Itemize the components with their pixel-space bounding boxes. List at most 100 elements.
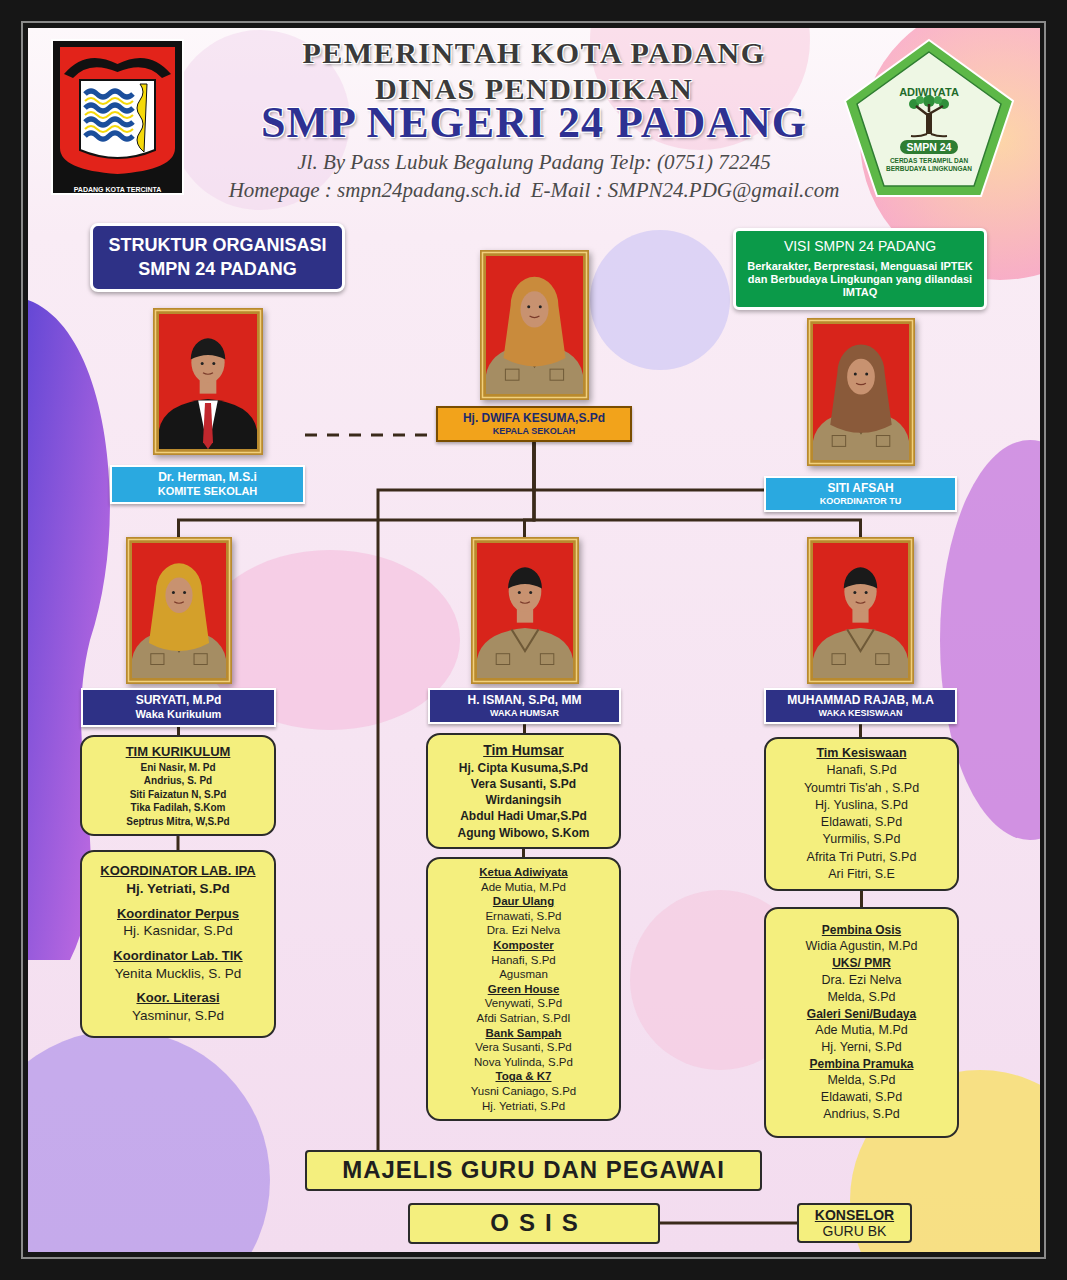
emblem-name-holder: ADIWIYATA — [879, 82, 979, 100]
name-plate: H. ISMAN, S.Pd, MMWAKA HUMSAR — [428, 688, 621, 724]
node-heading: STRUKTUR ORGANISASI SMPN 24 PADANG — [103, 234, 332, 281]
connector — [860, 891, 863, 907]
city-emblem — [52, 40, 183, 194]
node-text: Agung Wibowo, S.Kom — [458, 825, 590, 841]
node-text: Nova Yulinda, S.Pd — [474, 1055, 573, 1070]
node-text: Berkarakter, Berprestasi, Menguasai IPTE… — [744, 260, 976, 300]
team-box: Tim KesiswaanHanafi, S.PdYoumtri Tis'ah … — [764, 737, 959, 891]
node-text: UKS/ PMR — [832, 955, 891, 971]
node-heading: Dr. Herman, M.S.i — [117, 470, 298, 485]
portrait-photo — [807, 537, 914, 684]
dashed-connector — [305, 434, 436, 437]
node-text: KEPALA SEKOLAH — [443, 426, 625, 437]
council-band: MAJELIS GURU DAN PEGAWAI — [305, 1150, 762, 1191]
node-text: Daur Ulang — [493, 894, 554, 909]
node-text: Hj. Yerni, S.Pd — [821, 1039, 902, 1056]
node-text: Koor. Literasi — [136, 990, 219, 1007]
emblem-motto-holder: CERDAS TERAMPIL DAN BERBUDAYA LINGKUNGAN — [881, 157, 977, 175]
node-heading: SITI AFSAH — [771, 481, 950, 496]
node-heading: KOORDINATOR LAB. IPA — [100, 863, 255, 880]
department-heading-holder: DINAS PENDIDIKAN — [214, 72, 854, 107]
node-text: Pembina Pramuka — [809, 1056, 913, 1072]
node-heading: Ketua Adiwiyata — [479, 865, 567, 880]
node-text: Andrius, S. Pd — [144, 774, 212, 788]
committee-card: Dr. Herman, M.S.iKOMITE SEKOLAH — [110, 308, 305, 504]
structure-banner: STRUKTUR ORGANISASI SMPN 24 PADANG — [90, 223, 345, 292]
emblem-school-holder: SMPN 24 — [884, 137, 974, 155]
node-text: Youmtri Tis'ah , S.Pd — [804, 780, 919, 797]
node-text: Hj. Yuslina, S.Pd — [815, 797, 908, 814]
node-text: Tika Fadilah, S.Kom — [131, 801, 226, 815]
vice-principal-card: MUHAMMAD RAJAB, M.AWAKA KESISWAAN — [764, 537, 957, 724]
node-text: Melda, S.Pd — [827, 1072, 895, 1089]
emblem-motto-holder: PADANG KOTA TERCINTA — [58, 178, 177, 196]
node-heading: OSIS — [490, 1209, 587, 1238]
connector — [522, 849, 525, 857]
connector — [859, 724, 862, 737]
node-heading: TIM KURIKULUM — [126, 743, 231, 761]
program-box: Pembina OsisWidia Agustin, M.PdUKS/ PMRD… — [764, 907, 959, 1138]
node-text: Toga & K7 — [495, 1069, 551, 1084]
government-heading-holder: PEMERINTAH KOTA PADANG — [214, 36, 854, 71]
node-text: Koordinator Lab. TIK — [113, 948, 242, 965]
node-text: Septrus Mitra, W,S.Pd — [126, 815, 229, 829]
portrait-photo — [153, 308, 263, 455]
address-line: Jl. By Pass Lubuk Begalung Padang Telp: … — [297, 150, 770, 174]
contact-line: Homepage : smpn24padang.sch.id E-Mail : … — [229, 178, 840, 202]
node-text: Wirdaningsih — [486, 792, 562, 808]
node-text: Komposter — [493, 938, 554, 953]
adiwiyata-emblem — [845, 40, 1013, 196]
node-heading: MUHAMMAD RAJAB, M.A — [771, 693, 950, 708]
node-heading: Tim Kesiswaan — [816, 745, 906, 762]
node-heading: Tim Humsar — [483, 741, 564, 760]
vice-principal-card: H. ISMAN, S.Pd, MMWAKA HUMSAR — [428, 537, 621, 724]
connector — [523, 724, 526, 733]
node-text: Waka Kurikulum — [88, 708, 269, 722]
node-heading: Pembina Osis — [822, 922, 901, 938]
node-text: Green House — [488, 982, 560, 997]
emblem-school: SMPN 24 — [900, 140, 959, 154]
student-council-band: OSIS — [408, 1203, 660, 1244]
team-box: TIM KURIKULUMEni Nasir, M. PdAndrius, S.… — [80, 735, 276, 836]
team-box: Tim HumsarHj. Cipta Kusuma,S.PdVera Susa… — [426, 733, 621, 849]
node-text: Bank Sampah — [485, 1026, 561, 1041]
name-plate: SURYATI, M.PdWaka Kurikulum — [81, 688, 276, 727]
node-text: Vera Susanti, S.Pd — [475, 1040, 572, 1055]
node-text: Eldawati, S.Pd — [821, 1089, 902, 1106]
node-text: Dra. Ezi Nelva — [487, 923, 561, 938]
node-text: Siti Faizatun N, S.Pd — [130, 788, 227, 802]
node-text: Vera Susanti, S.Pd — [471, 776, 576, 792]
name-plate: Dr. Herman, M.S.iKOMITE SEKOLAH — [110, 465, 305, 504]
emblem-motto: CERDAS TERAMPIL DAN BERBUDAYA LINGKUNGAN — [881, 157, 977, 173]
node-text: WAKA HUMSAR — [435, 708, 614, 719]
node-heading: VISI SMPN 24 PADANG — [784, 238, 936, 255]
principal-card: Hj. DWIFA KESUMA,S.PdKEPALA SEKOLAH — [436, 250, 632, 442]
node-text: Hj. Cipta Kusuma,S.Pd — [459, 760, 588, 776]
node-text: Abdul Hadi Umar,S.Pd — [460, 808, 587, 824]
counselor-box: KONSELORGURU BK — [797, 1203, 912, 1243]
node-text: WAKA KESISWAAN — [771, 708, 950, 719]
node-text: Melda, S.Pd — [827, 989, 895, 1006]
vice-principal-card: SURYATI, M.PdWaka Kurikulum — [81, 537, 276, 727]
node-text: Yenita Mucklis, S. Pd — [115, 965, 241, 983]
node-heading: Hj. DWIFA KESUMA,S.Pd — [443, 411, 625, 426]
connector — [660, 1222, 797, 1225]
node-text: Ari Fitri, S.E — [828, 866, 895, 883]
node-text: Ernawati, S.Pd — [485, 909, 561, 924]
connector — [534, 442, 764, 490]
node-text: Ade Mutia, M.Pd — [481, 880, 566, 895]
node-heading: MAJELIS GURU DAN PEGAWAI — [342, 1156, 725, 1185]
node-text: Yasminur, S.Pd — [132, 1007, 224, 1025]
node-text: Hanafi, S.Pd — [826, 762, 896, 779]
node-text: KOMITE SEKOLAH — [117, 485, 298, 499]
coordinator-box: KOORDINATOR LAB. IPAHj. Yetriati, S.PdKo… — [80, 850, 276, 1038]
contact-line-holder: Homepage : smpn24padang.sch.id E-Mail : … — [214, 178, 854, 202]
node-text: Eni Nasir, M. Pd — [140, 761, 215, 775]
program-box: Ketua AdiwiyataAde Mutia, M.PdDaur Ulang… — [426, 857, 621, 1121]
node-text: Agusman — [499, 967, 548, 982]
school-title: SMP NEGERI 24 PADANG — [261, 98, 807, 149]
node-text: Dra. Ezi Nelva — [822, 972, 902, 989]
school-title-holder: SMP NEGERI 24 PADANG — [214, 98, 854, 149]
name-plate: SITI AFSAHKOORDINATOR TU — [764, 476, 957, 512]
vision-box: VISI SMPN 24 PADANG Berkarakter, Berprest… — [733, 228, 987, 310]
